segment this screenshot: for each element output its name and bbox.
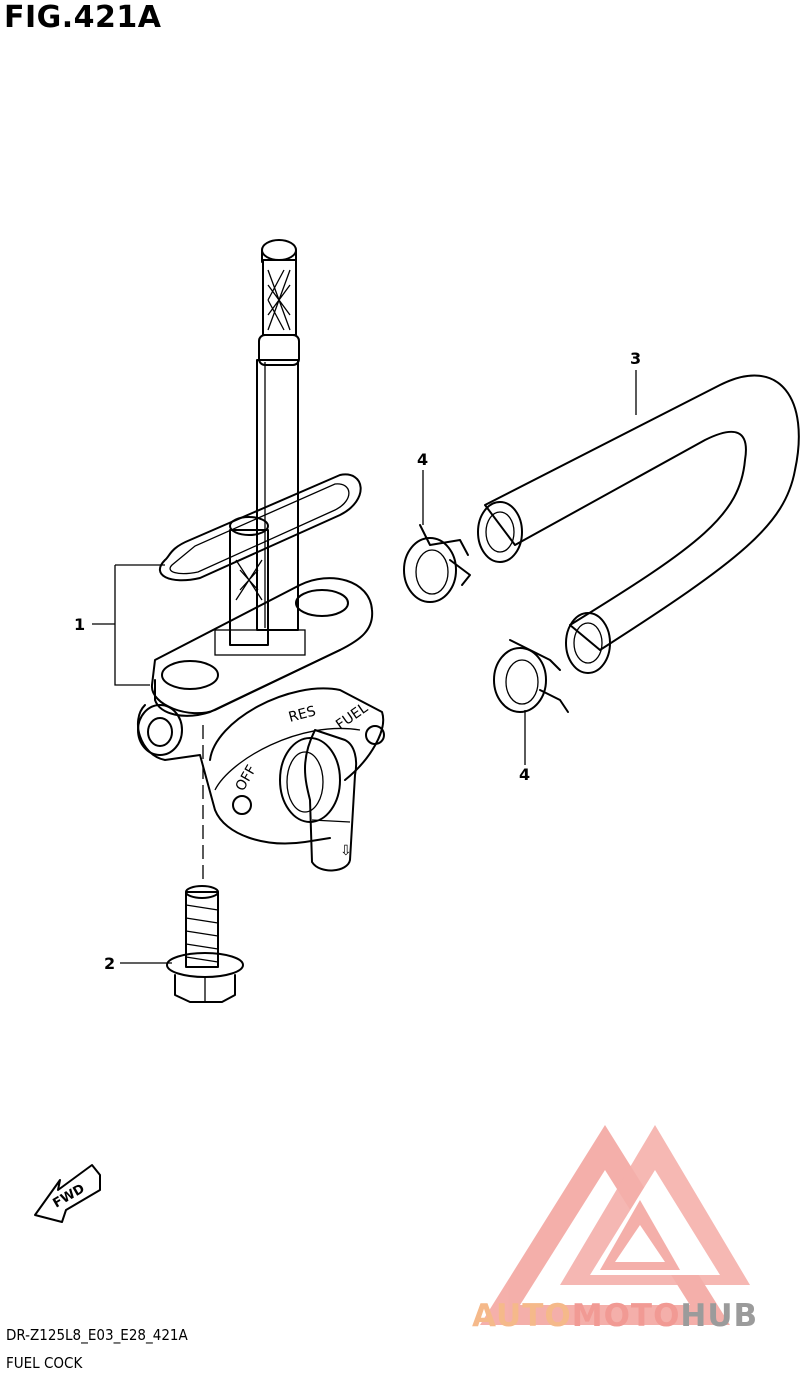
- fuel-marking: FUEL: [333, 700, 371, 733]
- callout-3: 3: [630, 349, 641, 368]
- fuel-cock-flange: [150, 577, 374, 717]
- reserve-strainer: [229, 516, 269, 646]
- hose-clamp-upper: [403, 524, 471, 603]
- model-code: DR-Z125L8_E03_E28_421A: [6, 1326, 188, 1344]
- lever-arrow-icon: ⇩: [340, 843, 352, 859]
- fuel-cock-body: [136, 687, 385, 845]
- fuel-cock-lever: ⇩: [304, 729, 358, 872]
- figure-caption: FUEL COCK: [6, 1354, 83, 1372]
- watermark-logo-icon: [480, 1125, 750, 1325]
- watermark-hub: HUB: [680, 1298, 758, 1334]
- leader-lines: [92, 370, 637, 964]
- o-ring-gasket: [158, 473, 362, 582]
- watermark-wordmark: AUTOMOTOHUB: [472, 1298, 758, 1334]
- res-marking: RES: [287, 703, 318, 726]
- watermark-auto: AUTO: [472, 1298, 572, 1334]
- flange-bolt: [166, 725, 244, 1003]
- callout-4-upper: 4: [417, 450, 428, 469]
- callout-1: 1: [74, 615, 85, 634]
- callout-2: 2: [104, 954, 115, 973]
- callout-4-lower: 4: [519, 765, 530, 784]
- svg-text:AUTOMOTOHUB: AUTOMOTOHUB: [472, 1298, 758, 1334]
- figure-title: FIG.421A: [4, 0, 162, 35]
- fuel-pickup-tube: [256, 239, 300, 631]
- watermark-moto: MOTO: [572, 1298, 681, 1334]
- hose-clamp-lower: [493, 639, 569, 713]
- fwd-arrow-icon: FWD: [34, 1164, 101, 1223]
- fuel-hose: [477, 374, 800, 674]
- off-marking: OFF: [233, 763, 260, 794]
